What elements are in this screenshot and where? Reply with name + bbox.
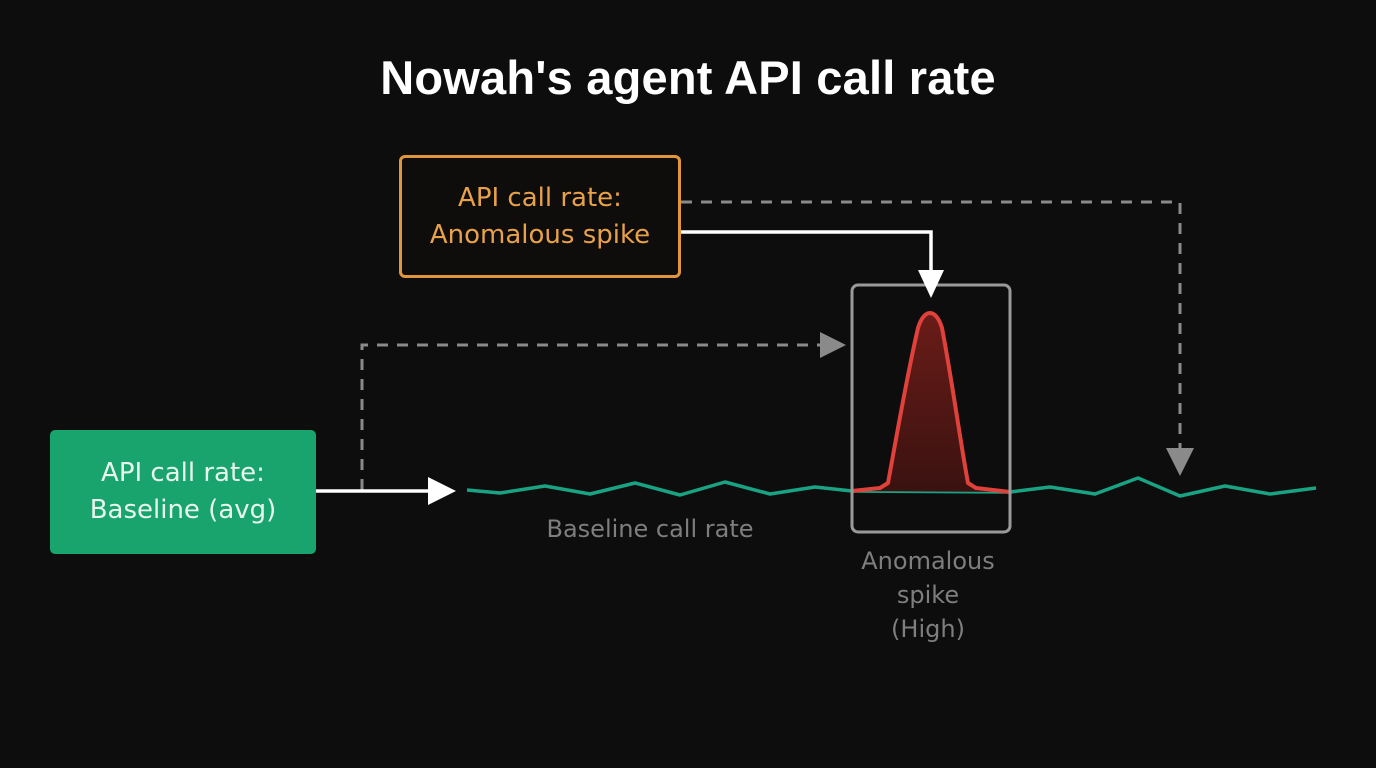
spike-label: Anomalous spike (High) — [828, 544, 1028, 646]
baseline-series-line — [466, 476, 1317, 498]
spike-callout-line2: Anomalous spike — [429, 219, 651, 250]
spike-label-line2: spike — [896, 581, 960, 609]
solid-arrowhead-right-icon — [428, 477, 456, 505]
solid-arrowhead-down-icon — [918, 270, 944, 298]
dashed-arrowhead-down-icon — [1166, 448, 1194, 476]
baseline-callout-box: API call rate: Baseline (avg) — [50, 430, 316, 554]
spike-label-line3: (High) — [891, 615, 965, 643]
dashed-connector-to-baseline — [681, 200, 1182, 448]
baseline-callout-line1: API call rate: — [101, 458, 265, 488]
baseline-series-label: Baseline call rate — [546, 515, 754, 543]
baseline-callout-line2: Baseline (avg) — [89, 495, 277, 525]
diagram-title: Nowah's agent API call rate — [380, 51, 996, 104]
dashed-connector-to-spike — [360, 343, 820, 490]
solid-connector-to-peak — [681, 230, 933, 272]
spike-callout-box: API call rate: Anomalous spike — [399, 155, 681, 278]
spike-label-line1: Anomalous — [861, 547, 995, 575]
spike-callout-line1: API call rate: — [458, 182, 622, 213]
spike-series-line — [851, 311, 1011, 494]
spike-area-fill — [852, 313, 1010, 492]
dashed-arrowhead-right-icon — [820, 332, 846, 358]
